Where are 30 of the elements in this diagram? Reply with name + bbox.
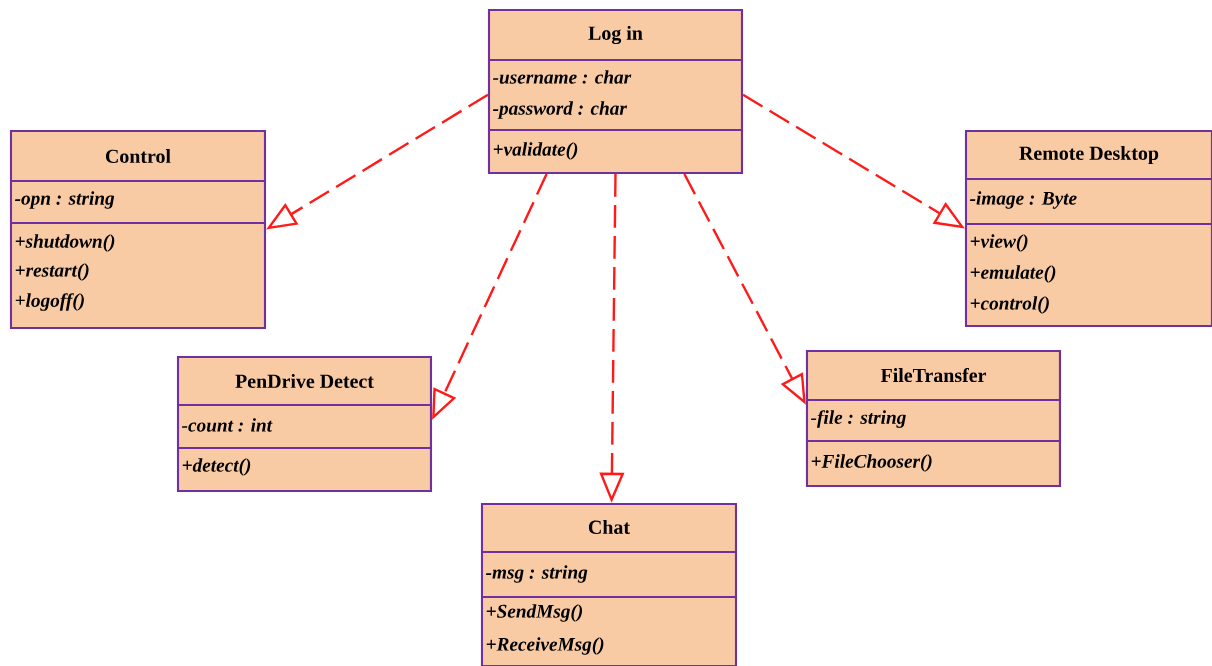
class-member: +SendMsg() (486, 604, 583, 622)
class-member: +control() (970, 296, 1049, 314)
class-member: -count : int (182, 418, 273, 432)
class-name: Chat (588, 520, 630, 534)
class-box (964, 129, 1212, 328)
class-member: +FileChooser() (811, 454, 932, 472)
class-member: +view() (970, 234, 1028, 252)
class-name: FileTransfer (880, 367, 986, 383)
class-member: +restart() (15, 263, 89, 281)
class-member: +detect() (182, 458, 251, 476)
class-member: -opn : string (15, 191, 115, 209)
class-name: Log in (588, 25, 643, 45)
class-box (9, 129, 267, 330)
class-name: Remote Desktop (1019, 146, 1159, 165)
class-box (480, 502, 738, 666)
class-name: Control (105, 149, 171, 163)
class-member: +validate() (493, 142, 578, 160)
class-box (487, 8, 744, 175)
class-member: +ReceiveMsg() (486, 637, 604, 655)
class-box (805, 349, 1062, 488)
class-member: +emulate() (970, 265, 1056, 283)
class-member: -file : string (811, 410, 906, 428)
class-member: -username : char (493, 70, 632, 84)
class-member: -image : Byte (969, 191, 1077, 209)
class-box (176, 355, 433, 493)
class-member: +logoff() (15, 293, 84, 311)
class-member: +shutdown() (15, 234, 115, 252)
class-member: -msg : string (486, 565, 588, 583)
class-name: PenDrive Detect (235, 374, 374, 388)
class-member: -password : char (493, 101, 628, 119)
